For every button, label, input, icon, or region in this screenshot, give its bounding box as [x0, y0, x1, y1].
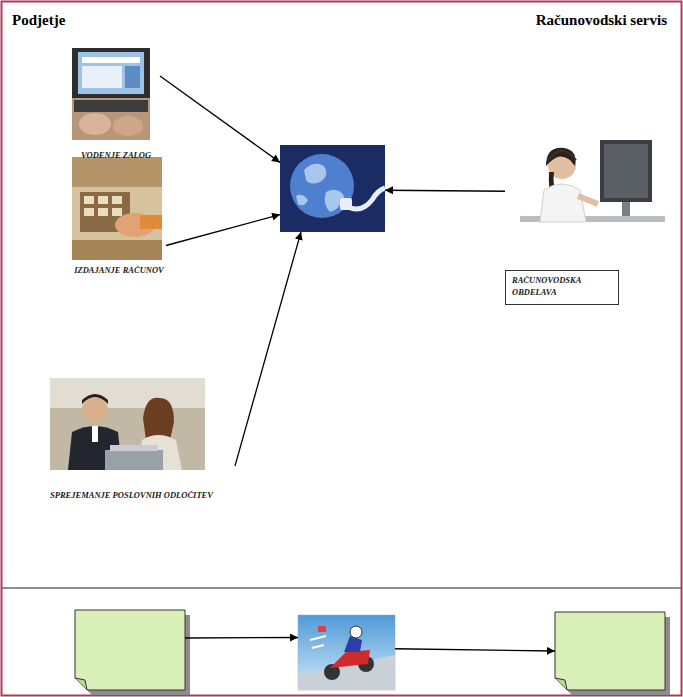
- laptop-photo-part: [74, 100, 148, 112]
- cash-register-photo-part: [112, 208, 122, 216]
- courier-picture: [298, 615, 395, 690]
- meeting-photo: [50, 378, 205, 470]
- accounting-service-box: RAČUNOVODSKA OBDELAVA: [505, 130, 665, 305]
- accountant-photo-part: [600, 140, 652, 202]
- internet-globe-picture-part: [280, 145, 385, 232]
- cash-register-photo-part: [72, 157, 162, 260]
- accountant-photo-part: [622, 202, 630, 216]
- photo-caption: IZDAJANJE RAČUNOV: [74, 265, 164, 275]
- cash-register-photo-part: [72, 240, 162, 260]
- courier-picture-part: [318, 626, 326, 632]
- laptop-photo-part: [72, 98, 150, 140]
- accountant-photo-part: [604, 144, 648, 198]
- cash-register-photo-part: [98, 208, 108, 216]
- meeting-photo-part: [92, 426, 98, 442]
- caption-box: RAČUNOVODSKA OBDELAVA: [505, 270, 619, 305]
- photo-box: IZDAJANJE RAČUNOV: [72, 157, 166, 275]
- cash-register-photo-part: [112, 196, 122, 204]
- internet-globe-picture: [280, 145, 385, 232]
- cash-register-photo-part: [72, 157, 162, 187]
- document-icon-left: [75, 610, 190, 695]
- laptop-photo-part: [72, 48, 150, 140]
- cash-register-photo-part: [84, 208, 94, 216]
- meeting-photo-part: [82, 394, 108, 404]
- courier-box: [298, 615, 395, 690]
- photo-caption: VODENJE ZALOG: [81, 150, 151, 160]
- meeting-photo-part: [50, 378, 205, 408]
- flow-arrow: [385, 190, 505, 191]
- courier-picture-part: [350, 626, 362, 638]
- laptop-photo: [72, 48, 150, 140]
- accountant-photo-part: [546, 148, 576, 166]
- flow-arrow: [160, 76, 280, 162]
- flow-arrow: [395, 649, 555, 651]
- frame-part: [2, 587, 682, 589]
- meeting-photo-part: [143, 398, 174, 440]
- document-icon-right-part: [555, 612, 665, 690]
- section-heading: Podjetje: [12, 12, 65, 29]
- courier-picture-part: [298, 615, 395, 690]
- cash-register-photo: [72, 157, 162, 260]
- laptop-photo-part: [79, 113, 111, 135]
- laptop-photo-part: [78, 52, 144, 94]
- internet-globe-picture-part: [290, 154, 354, 218]
- accountant-photo: [520, 140, 665, 222]
- accountant-photo-part: [578, 196, 598, 204]
- document-box: [75, 610, 185, 690]
- document-icon-right-part: [555, 678, 567, 690]
- photo-box: VODENJE ZALOG: [72, 48, 160, 160]
- document-icon-left-part: [75, 610, 185, 690]
- accountant-photo-part: [540, 184, 586, 222]
- courier-picture-part: [344, 636, 362, 652]
- flow-arrow: [185, 637, 298, 639]
- meeting-photo-part: [82, 397, 108, 423]
- courier-picture-part: [330, 650, 370, 668]
- flow-arrow: [166, 215, 280, 246]
- internet-globe-picture-part: [304, 164, 326, 184]
- photo-box: SPREJEMANJE POSLOVNIH ODLOČITEV: [50, 378, 235, 500]
- cash-register-photo-part: [98, 196, 108, 204]
- photo-caption: SPREJEMANJE POSLOVNIH ODLOČITEV: [50, 490, 213, 500]
- meeting-photo-part: [50, 378, 205, 470]
- laptop-photo-part: [125, 66, 140, 88]
- meeting-photo-part: [110, 445, 158, 451]
- internet-globe-picture-part: [296, 195, 308, 206]
- laptop-photo-part: [82, 57, 140, 63]
- document-icon-left-part: [75, 678, 87, 690]
- internet-box: [280, 145, 385, 232]
- document-icon-right: [555, 612, 670, 695]
- laptop-photo-part: [113, 116, 143, 136]
- cash-register-photo-part: [140, 215, 162, 229]
- flow-arrow: [235, 232, 301, 466]
- document-box: [555, 612, 665, 690]
- accountant-photo-part: [548, 151, 576, 160]
- laptop-photo-part: [82, 66, 122, 88]
- meeting-photo-part: [105, 450, 163, 470]
- courier-picture-part: [310, 636, 326, 648]
- section-heading: Računovodski servis: [536, 12, 667, 29]
- cash-register-photo-part: [84, 196, 94, 204]
- internet-globe-picture-part: [340, 198, 352, 210]
